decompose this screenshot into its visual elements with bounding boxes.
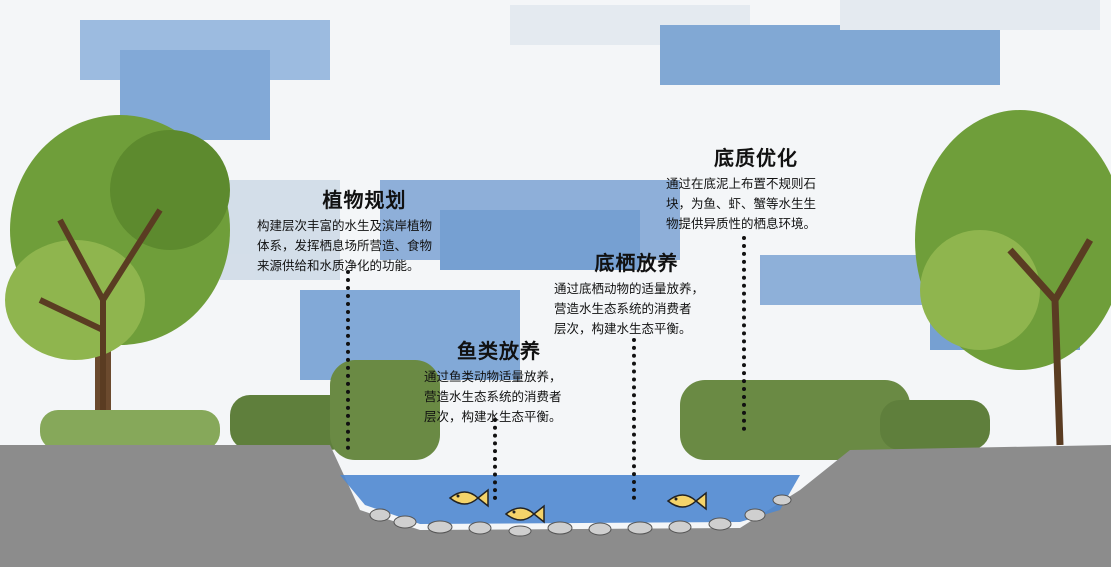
fish-icon [448, 488, 489, 508]
label-text: 物提供异质性的栖息环境。 [666, 216, 817, 231]
label-title: 植物规划 [322, 188, 407, 212]
label-text: 通过在底泥上布置不规则石 [666, 176, 817, 191]
label-substrate-optimization: 底质优化 通过在底泥上布置不规则石 块，为鱼、虾、蟹等水生生 物提供异质性的栖息… [666, 142, 846, 234]
leader-line-fish [493, 418, 497, 500]
fish-icon [666, 491, 707, 511]
label-text: 块，为鱼、虾、蟹等水生生 [666, 196, 817, 211]
label-plant-planning: 植物规划 构建层次丰富的水生及滨岸植物 体系，发挥栖息场所营造、食物 来源供给和… [257, 184, 472, 276]
water [340, 475, 800, 524]
label-text: 构建层次丰富的水生及滨岸植物 [257, 218, 433, 233]
fish-icon [504, 504, 545, 524]
label-text: 层次，构建水生态平衡。 [424, 409, 562, 424]
label-title: 底质优化 [714, 146, 798, 170]
stones [369, 494, 792, 537]
label-text: 体系，发挥栖息场所营造、食物 [257, 238, 433, 253]
label-text: 通过底栖动物的适量放养， [554, 281, 705, 296]
label-title: 鱼类放养 [457, 339, 541, 363]
leader-line-plants [346, 270, 350, 450]
label-text: 营造水生态系统的消费者 [554, 301, 692, 316]
left-tree [5, 115, 230, 445]
label-text: 通过鱼类动物适量放养， [424, 369, 562, 384]
label-fish-stocking: 鱼类放养 通过鱼类动物适量放养， 营造水生态系统的消费者 层次，构建水生态平衡。 [424, 335, 574, 427]
label-text: 层次，构建水生态平衡。 [554, 321, 692, 336]
label-text: 营造水生态系统的消费者 [424, 389, 562, 404]
leader-line-substrate [742, 236, 746, 431]
leader-line-benthic [632, 338, 636, 500]
label-benthic-stocking: 底栖放养 通过底栖动物的适量放养， 营造水生态系统的消费者 层次，构建水生态平衡… [554, 247, 719, 339]
right-tree [915, 110, 1111, 446]
label-title: 底栖放养 [594, 251, 679, 275]
label-text: 来源供给和水质净化的功能。 [257, 258, 420, 273]
reeds [40, 360, 990, 460]
ground [0, 445, 1111, 567]
